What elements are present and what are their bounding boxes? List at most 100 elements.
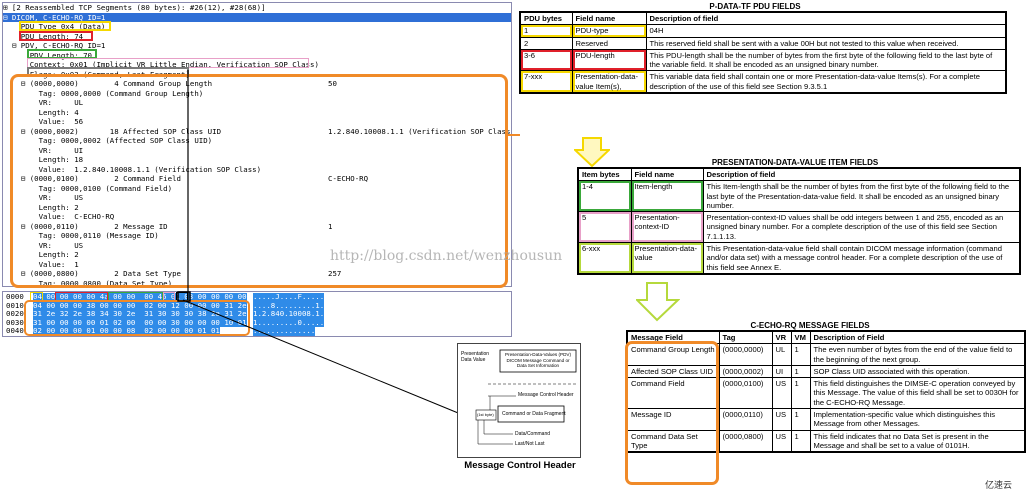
table-cell: (0000,0800) xyxy=(718,429,773,453)
tree-row-value: 257 xyxy=(328,269,342,278)
tree-row[interactable]: VR: US xyxy=(3,193,511,203)
tree-row[interactable]: Length: 2 xyxy=(3,250,511,260)
table-cell: 7-xxx xyxy=(519,70,573,94)
tree-row[interactable]: PDV Length: 70 xyxy=(3,51,511,61)
table-cell: US xyxy=(771,377,792,410)
table-cell: Item-length xyxy=(630,180,704,213)
tree-row[interactable]: Length: 18 xyxy=(3,155,511,165)
tree-row[interactable]: VR: UL xyxy=(3,98,511,108)
message-control-header-diagram: Presentation Data Value Presentation-Dat… xyxy=(457,343,581,458)
tree-row[interactable]: Value: C-ECHO-RQ xyxy=(3,212,511,222)
tree-row[interactable]: Tag: 0000,0100 (Command Field) xyxy=(3,184,511,194)
table-cell: (0000,0110) xyxy=(718,408,773,431)
tree-row-label: VR: UL xyxy=(3,98,84,107)
tree-row-label: Length: 18 xyxy=(3,155,84,164)
tree-row-label: Tag: 0000,0800 (Data Set Type) xyxy=(3,278,173,287)
down-arrow-green-icon xyxy=(636,282,680,322)
tree-row[interactable]: Value: 1.2.840.10008.1.1 (Verification S… xyxy=(3,165,511,175)
hex-bytes: 31 2e 32 2e 38 34 30 2e 31 30 30 30 38 2… xyxy=(33,309,247,319)
tree-row[interactable]: VR: US xyxy=(3,241,511,251)
tree-row-value: 1.2.840.10008.1.1 (Verification SOP Clas… xyxy=(328,126,512,136)
tree-row[interactable]: Value: 1 xyxy=(3,260,511,270)
table-cell: This Item-length shall be the number of … xyxy=(702,180,1021,213)
tree-row-value: 1 xyxy=(328,221,333,231)
tree-row[interactable]: Value: 56 xyxy=(3,117,511,127)
tree-row[interactable]: ⊞ [2 Reassembled TCP Segments (80 bytes)… xyxy=(3,3,511,13)
tree-row-label: PDU Length: 74 xyxy=(3,31,84,41)
hex-bytes: 31 00 00 00 00 01 02 00 00 00 30 00 00 0… xyxy=(33,317,247,328)
tree-row[interactable]: ⊟ PDV, C-ECHO-RQ ID=1 xyxy=(3,41,511,51)
hex-ascii: 1.2.840.10008.1. xyxy=(253,309,325,319)
table-cell: Command Data Set Type xyxy=(626,429,720,453)
tree-row-label: ⊟ (0000,0100) 2 Command Field xyxy=(3,174,181,183)
diagram-caption: Message Control Header xyxy=(464,460,576,471)
tree-row[interactable]: PDU Type 0x4 (Data) xyxy=(3,22,511,32)
packet-details-tree[interactable]: ⊞ [2 Reassembled TCP Segments (80 bytes)… xyxy=(2,2,512,287)
table-cell: This variable data field shall contain o… xyxy=(645,70,1007,94)
table-cell: This Presentation-data-value field shall… xyxy=(702,242,1021,275)
tree-row[interactable]: ⊟ (0000,0100) 2 Command Field C-ECHO-RQ xyxy=(3,174,511,184)
tree-row-label: PDU Type 0x4 (Data) xyxy=(3,22,106,31)
tree-row-label: ⊟ (0000,0002) 18 Affected SOP Class UID xyxy=(3,126,222,136)
corner-logo-text: 亿速云 xyxy=(985,480,1013,490)
column-header: Field name xyxy=(571,11,647,26)
tree-row[interactable]: ⊟ DICOM, C-ECHO-RQ ID=1 xyxy=(3,12,511,22)
tree-row[interactable]: ⊟ (0000,0002) 18 Affected SOP Class UID 1… xyxy=(3,127,511,137)
table-cell: Implementation-specific value which dist… xyxy=(809,408,1026,431)
tree-row-label: VR: US xyxy=(3,193,84,202)
tree-row[interactable]: PDU Length: 74 xyxy=(3,32,511,42)
diagram-last-label: Last/Not Last xyxy=(515,441,545,447)
hex-ascii: .....J....F..... xyxy=(253,292,325,302)
tree-row[interactable]: Tag: 0000,0800 (Data Set Type) xyxy=(3,278,511,287)
table-cell: UI xyxy=(771,364,792,379)
tree-row[interactable]: Length: 4 xyxy=(3,108,511,118)
table-cell: 3-6 xyxy=(519,48,573,72)
table-cell: The even number of bytes from the end of… xyxy=(809,343,1026,366)
tree-row-label: Length: 2 xyxy=(3,202,79,212)
column-header: Description of Field xyxy=(809,330,1026,345)
echo-table-title: C-ECHO-RQ MESSAGE FIELDS xyxy=(750,321,870,330)
tree-row-label: ⊟ PDV, C-ECHO-RQ ID=1 xyxy=(3,41,106,50)
hex-offset: 0040 xyxy=(6,326,24,336)
tree-row-label: Context: 0x01 (Implicit VR Little Endian… xyxy=(3,60,319,69)
column-header: PDU bytes xyxy=(519,11,573,26)
tree-row[interactable]: ⊟ (0000,0800) 2 Data Set Type 257 xyxy=(3,269,511,279)
tree-row-label: PDV Length: 70 xyxy=(3,50,92,60)
column-header: Tag xyxy=(718,330,773,345)
tree-row[interactable]: VR: UI xyxy=(3,146,511,156)
table-cell: PDU-type xyxy=(571,24,647,38)
pdv-table-title: PRESENTATION-DATA-VALUE ITEM FIELDS xyxy=(711,158,879,167)
table-cell: Message ID xyxy=(626,408,720,431)
tree-row-label: ⊟ (0000,0800) 2 Data Set Type xyxy=(3,269,181,278)
table-cell: 1 xyxy=(790,377,811,410)
tree-row-value: C-ECHO-RQ xyxy=(328,174,369,183)
tree-row-value: 50 xyxy=(328,79,337,88)
tree-row[interactable]: Tag: 0000,0110 (Message ID) xyxy=(3,231,511,241)
tree-row[interactable]: Context: 0x01 (Implicit VR Little Endian… xyxy=(3,60,511,70)
tree-row-label: Tag: 0000,0110 (Message ID) xyxy=(3,231,159,240)
hex-ascii: ....8.........1. xyxy=(253,300,325,311)
table-cell: Presentation-context-ID values shall be … xyxy=(702,211,1021,244)
tree-row[interactable]: Length: 2 xyxy=(3,203,511,213)
table-cell: 2 xyxy=(519,36,573,50)
table-cell: SOP Class UID associated with this opera… xyxy=(809,364,1026,379)
diagram-fragment-label: Command or Data Fragment xyxy=(502,411,566,417)
tree-row[interactable]: Tag: 0000,0002 (Affected SOP Class UID) xyxy=(3,136,511,146)
tree-row-label: Value: C-ECHO-RQ xyxy=(3,212,115,221)
